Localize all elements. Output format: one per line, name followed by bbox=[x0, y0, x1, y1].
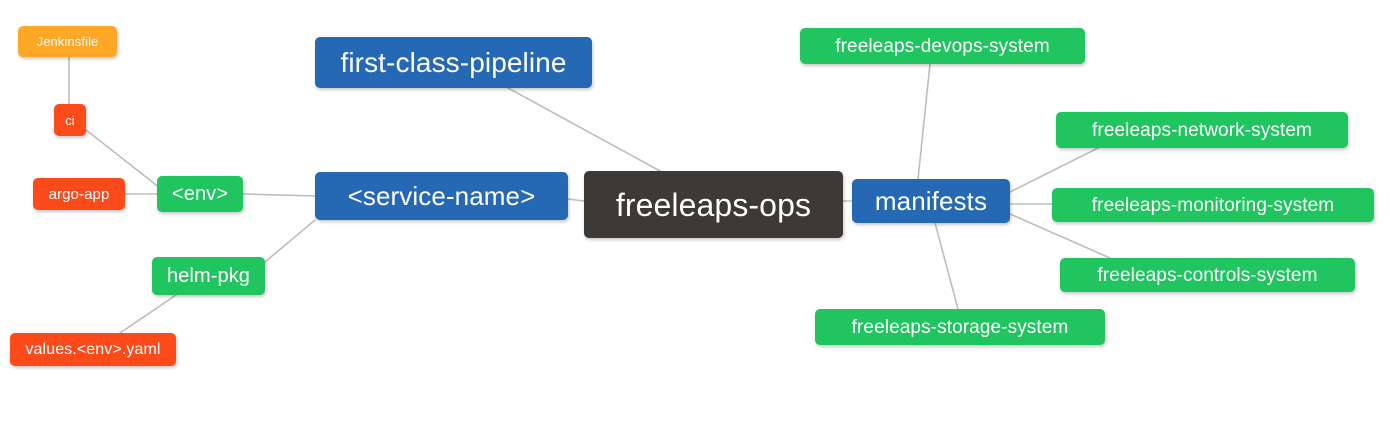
node-label-argo-app: argo-app bbox=[48, 185, 110, 203]
node-ci[interactable]: ci bbox=[54, 104, 86, 136]
node-helm-pkg[interactable]: helm-pkg bbox=[152, 257, 265, 295]
node-label-values-env-yaml: values.<env>.yaml bbox=[25, 340, 161, 358]
node-jenkinsfile[interactable]: Jenkinsfile bbox=[18, 26, 117, 57]
node-freeleaps-network-system[interactable]: freeleaps-network-system bbox=[1056, 112, 1348, 148]
node-manifests[interactable]: manifests bbox=[852, 179, 1010, 223]
node-freeleaps-storage-system[interactable]: freeleaps-storage-system bbox=[815, 309, 1105, 345]
node-label-freeleaps-ops: freeleaps-ops bbox=[615, 186, 812, 223]
node-label-freeleaps-network-system: freeleaps-network-system bbox=[1092, 119, 1312, 141]
node-label-ci: ci bbox=[65, 112, 75, 128]
node-label-freeleaps-controls-system: freeleaps-controls-system bbox=[1097, 264, 1318, 286]
node-first-class-pipeline[interactable]: first-class-pipeline bbox=[315, 37, 592, 88]
node-label-freeleaps-storage-system: freeleaps-storage-system bbox=[851, 316, 1069, 338]
node-label-helm-pkg: helm-pkg bbox=[166, 265, 251, 287]
edge-manifests-to-freeleaps-network-system bbox=[1009, 147, 1099, 193]
node-label-env: <env> bbox=[171, 183, 229, 205]
node-freeleaps-monitoring-system[interactable]: freeleaps-monitoring-system bbox=[1052, 188, 1374, 222]
node-argo-app[interactable]: argo-app bbox=[33, 178, 125, 210]
node-label-jenkinsfile: Jenkinsfile bbox=[36, 34, 99, 49]
node-freeleaps-devops-system[interactable]: freeleaps-devops-system bbox=[800, 28, 1085, 64]
edge-env-to-service-name bbox=[242, 193, 316, 197]
node-service-name[interactable]: <service-name> bbox=[315, 172, 568, 220]
node-freeleaps-controls-system[interactable]: freeleaps-controls-system bbox=[1060, 258, 1355, 292]
node-label-freeleaps-devops-system: freeleaps-devops-system bbox=[835, 35, 1050, 57]
node-label-first-class-pipeline: first-class-pipeline bbox=[340, 46, 567, 78]
node-freeleaps-ops[interactable]: freeleaps-ops bbox=[584, 171, 843, 238]
node-label-freeleaps-monitoring-system: freeleaps-monitoring-system bbox=[1091, 194, 1335, 216]
node-label-service-name: <service-name> bbox=[347, 181, 536, 211]
node-values-env-yaml[interactable]: values.<env>.yaml bbox=[10, 333, 176, 366]
edge-first-class-pipeline-to-freeleaps-ops bbox=[507, 87, 661, 172]
edge-manifests-to-freeleaps-devops-system bbox=[917, 63, 931, 180]
edge-service-name-to-freeleaps-ops bbox=[567, 198, 585, 202]
edge-service-name-to-helm-pkg bbox=[264, 219, 316, 263]
node-env[interactable]: <env> bbox=[157, 176, 243, 212]
node-label-manifests: manifests bbox=[874, 186, 988, 216]
edge-helm-pkg-to-values-env-yaml bbox=[119, 294, 177, 334]
edge-manifests-to-freeleaps-storage-system bbox=[934, 222, 959, 310]
